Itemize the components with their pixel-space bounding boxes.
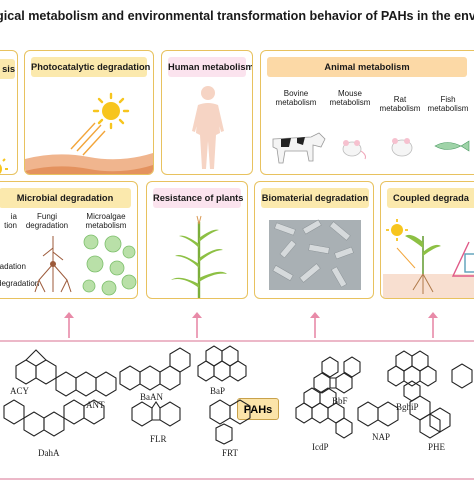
bovine-label-line2: metabolism xyxy=(275,98,317,107)
extra-label-1: radation xyxy=(0,262,26,271)
biomaterial-fibers-icon xyxy=(269,219,361,290)
biomaterial-tab: Biomaterial degradation xyxy=(261,188,369,208)
rat-label-line2: metabolism xyxy=(379,104,421,113)
human-tab: Human metabolism xyxy=(168,57,252,77)
microalgae-label-line1: Microalgae xyxy=(86,212,126,221)
rat-icon xyxy=(391,138,413,157)
arrow-to-microbial xyxy=(64,312,74,338)
panel-coupled: Coupled degrada xyxy=(380,181,474,299)
chem-label-bghip: BghiP xyxy=(396,402,419,412)
mouse-label-line1: Mouse xyxy=(337,89,362,98)
fungi-label: Fungi degradation xyxy=(19,212,75,230)
molecule-structures xyxy=(3,345,473,445)
animal-tab: Animal metabolism xyxy=(267,57,467,77)
chem-label-phe: PHE xyxy=(428,442,446,452)
rat-label-line1: Rat xyxy=(393,95,407,104)
plants-tab: Resistance of plants xyxy=(153,188,243,208)
extra-label-2: degradation xyxy=(0,279,40,288)
arrow-to-plants xyxy=(192,312,202,338)
panel-microbial: Microbial degradation ia tion Fungi degr… xyxy=(0,181,138,299)
fish-label-line2: metabolism xyxy=(427,104,469,113)
chem-label-daha: DahA xyxy=(38,448,60,458)
human-figure-icon xyxy=(192,86,224,169)
chem-label-bap: BaP xyxy=(210,386,226,396)
panel-photolysis-tab: sis xyxy=(0,59,15,79)
panel-human: Human metabolism xyxy=(161,50,253,175)
mouse-label-line2: metabolism xyxy=(329,98,371,107)
arrow-to-coupled xyxy=(428,312,438,338)
chem-label-icdp: IcdP xyxy=(312,442,329,452)
sun-icon xyxy=(92,92,130,130)
microalgae-label-line2: metabolism xyxy=(85,221,127,230)
chem-label-acy: ACY xyxy=(10,386,30,396)
cow-icon xyxy=(272,132,326,164)
fish-icon xyxy=(434,140,470,152)
panel-biomaterial: Biomaterial degradation xyxy=(254,181,374,299)
fish-label: Fish metabolism xyxy=(425,95,471,113)
microalgae-label: Microalgae metabolism xyxy=(79,212,133,230)
bacteria-label-line2: tion xyxy=(4,221,17,230)
bovine-label-line1: Bovine xyxy=(283,89,309,98)
bacteria-label-line1: ia xyxy=(10,212,17,221)
chem-label-baan: BaAN xyxy=(140,392,163,402)
pahs-label: PAHs xyxy=(237,398,279,420)
bacteria-label: ia tion xyxy=(0,212,17,230)
arrow-to-biomaterial xyxy=(310,312,320,338)
microalgae-icon xyxy=(82,234,137,296)
bovine-label: Bovine metabolism xyxy=(273,89,319,107)
photocatalytic-tab: Photocatalytic degradation xyxy=(31,57,150,77)
fish-label-line1: Fish xyxy=(440,95,456,104)
coupled-tab: Coupled degrada xyxy=(387,188,474,208)
panel-animal: Animal metabolism Bovine metabolism Mous… xyxy=(260,50,474,175)
panel-photocatalytic: Photocatalytic degradation xyxy=(24,50,154,175)
sun-icon xyxy=(386,219,408,241)
light-rays-icon xyxy=(70,122,106,156)
fungi-label-line1: Fungi xyxy=(36,212,57,221)
mouse-icon xyxy=(342,140,366,160)
chem-label-flr: FLR xyxy=(150,434,167,444)
chem-label-nap: NAP xyxy=(372,432,391,442)
microbial-tab: Microbial degradation xyxy=(0,188,131,208)
panel-plants: Resistance of plants xyxy=(146,181,248,299)
mouse-label: Mouse metabolism xyxy=(327,89,373,107)
sun-icon xyxy=(0,158,8,174)
chem-label-bbf: BbF xyxy=(332,396,348,406)
fungi-label-line2: degradation xyxy=(25,221,69,230)
rat-label: Rat metabolism xyxy=(377,95,423,113)
corn-plant-icon xyxy=(171,215,227,298)
figure-title: gical metabolism and environmental trans… xyxy=(0,9,474,23)
soil-layers xyxy=(25,153,153,174)
panel-photolysis: sis xyxy=(0,50,18,175)
fungi-hyphae-icon xyxy=(34,236,72,293)
chem-label-ant: ANT xyxy=(86,400,105,410)
coupled-system-illustration xyxy=(383,234,474,298)
chem-label-frt: FRT xyxy=(222,448,238,458)
